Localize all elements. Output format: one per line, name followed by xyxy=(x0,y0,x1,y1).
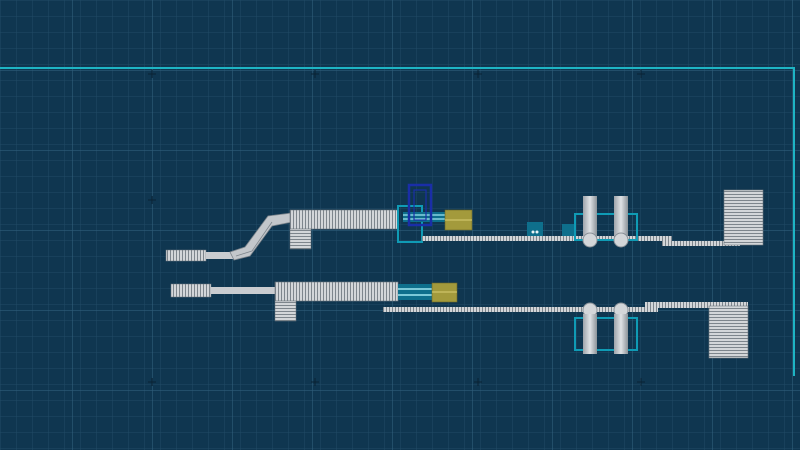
upper-outlet-conveyor[interactable] xyxy=(662,241,740,246)
upper-feed-hopper[interactable] xyxy=(289,228,312,250)
tick-cross-icon xyxy=(474,378,482,386)
chute-seam xyxy=(235,250,253,257)
upper-transfer-pipe[interactable] xyxy=(403,212,445,222)
lower-tank-frame xyxy=(574,317,638,351)
chute-seam xyxy=(251,221,273,252)
lower-transfer-pipe[interactable] xyxy=(398,284,432,300)
lower-tank-1[interactable] xyxy=(583,314,597,354)
upper-main-conveyor[interactable] xyxy=(289,209,399,230)
lower-storage-bin[interactable] xyxy=(708,305,749,359)
lower-feed-hopper[interactable] xyxy=(274,300,297,322)
lower-inlet-chute[interactable] xyxy=(211,287,275,294)
upper-long-conveyor[interactable] xyxy=(422,236,672,241)
instrument-dot xyxy=(531,230,535,234)
lower-tank-2[interactable] xyxy=(614,314,628,354)
upper-inlet-chute[interactable] xyxy=(206,252,236,259)
lower-main-conveyor[interactable] xyxy=(274,281,399,302)
tick-cross-icon xyxy=(637,70,645,78)
tick-cross-icon xyxy=(474,70,482,78)
lower-outlet-conveyor[interactable] xyxy=(645,302,748,308)
upper-sensor[interactable] xyxy=(562,224,576,236)
upper-instrument-box[interactable] xyxy=(527,222,543,236)
upper-inlet-conveyor[interactable] xyxy=(165,249,207,262)
lower-process-line[interactable] xyxy=(170,281,749,359)
upper-tank-1[interactable] xyxy=(583,196,597,236)
upper-tank-frame xyxy=(574,213,638,241)
lower-inlet-conveyor[interactable] xyxy=(170,283,212,298)
tick-cross-icon xyxy=(311,378,319,386)
selection-inner xyxy=(413,189,427,221)
upper-tank-2-base xyxy=(613,232,629,248)
tick-cross-icon xyxy=(148,70,156,78)
tick-cross-icon xyxy=(311,70,319,78)
upper-storage-bin[interactable] xyxy=(723,189,764,246)
selection-box-icon[interactable] xyxy=(407,183,433,227)
tick-cross-icon xyxy=(148,196,156,204)
instrument-dot xyxy=(535,230,539,234)
lower-long-conveyor[interactable] xyxy=(383,307,658,312)
upper-tank-1-base xyxy=(582,232,598,248)
grid-markers xyxy=(148,70,645,386)
upper-process-line[interactable] xyxy=(165,183,764,262)
tick-cross-icon xyxy=(637,378,645,386)
site-boundary xyxy=(0,67,795,376)
tick-cross-icon xyxy=(148,378,156,386)
upper-tank-2[interactable] xyxy=(614,196,628,236)
